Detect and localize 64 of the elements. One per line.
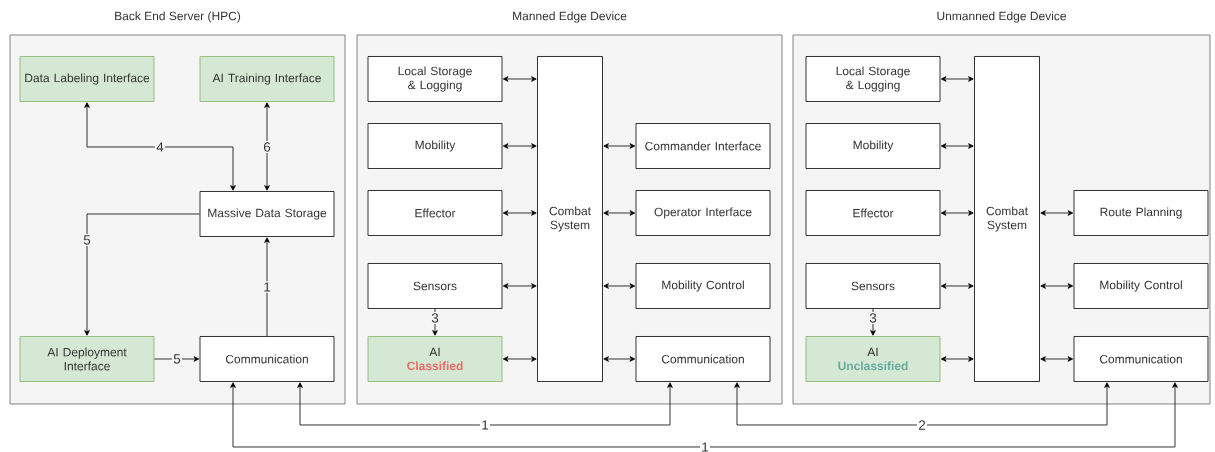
- component-box: Mobility Control: [1073, 263, 1209, 309]
- component-box: Effector: [367, 190, 503, 236]
- edge-label: 4: [154, 141, 166, 153]
- arrow: [502, 143, 537, 149]
- arrow: [1040, 210, 1074, 216]
- component-box: Mobility Control: [635, 263, 771, 309]
- ai-module-box: AI Classified: [367, 336, 503, 382]
- component-box: Sensors: [805, 263, 941, 309]
- component-box: Communication: [199, 336, 335, 382]
- interface-box: Data Labeling Interface: [19, 56, 155, 102]
- panel-title: Manned Edge Device: [513, 11, 627, 23]
- arrow: [1040, 356, 1074, 362]
- arrow: [264, 237, 270, 337]
- combat-system-box: Combat System: [537, 56, 603, 382]
- component-box: Communication: [1073, 336, 1209, 382]
- arrow: [264, 102, 270, 191]
- edge-label: 3: [867, 311, 879, 325]
- arrow: [154, 356, 200, 362]
- edge-label: 1: [699, 441, 711, 452]
- component-box: Sensors: [367, 263, 503, 309]
- arrow: [603, 143, 636, 149]
- arrow: [230, 382, 1178, 448]
- arrow: [432, 308, 438, 336]
- interface-box: AI Training Interface: [199, 56, 335, 102]
- component-box: Mobility: [367, 123, 503, 169]
- arrow: [502, 76, 537, 82]
- component-box: Massive Data Storage: [199, 191, 335, 237]
- component-box: Effector: [805, 190, 941, 236]
- arrow: [502, 356, 537, 362]
- edge-label: 5: [81, 234, 93, 246]
- component-box: Commander Interface: [635, 123, 771, 169]
- component-box: Mobility: [805, 123, 941, 169]
- component-box: Local Storage & Logging: [805, 56, 941, 102]
- arrow: [734, 382, 1110, 426]
- edge-label: 6: [261, 140, 273, 154]
- arrow: [870, 308, 876, 336]
- arrow: [603, 356, 636, 362]
- arrow: [1040, 283, 1074, 289]
- panel-title: Unmanned Edge Device: [937, 11, 1066, 23]
- arrow: [84, 102, 236, 191]
- arrow: [84, 213, 200, 336]
- component-box: Route Planning: [1073, 190, 1209, 236]
- edge-label: 3: [429, 311, 441, 325]
- edge-label: 2: [916, 419, 928, 431]
- component-box: Operator Interface: [635, 190, 771, 236]
- panel-title: Back End Server (HPC): [115, 11, 241, 23]
- component-box: Local Storage & Logging: [367, 56, 503, 102]
- arrow: [940, 283, 974, 289]
- ai-module-box: AI Unclassified: [805, 336, 941, 382]
- arrow: [940, 210, 974, 216]
- arrow: [502, 210, 537, 216]
- arrow: [502, 283, 537, 289]
- arrow: [603, 210, 636, 216]
- combat-system-box: Combat System: [974, 56, 1040, 382]
- component-box: Communication: [635, 336, 771, 382]
- arrow: [603, 283, 636, 289]
- arrow: [940, 143, 974, 149]
- interface-box: AI Deployment Interface: [19, 336, 155, 382]
- edge-label: 1: [479, 419, 491, 431]
- arrow: [297, 382, 673, 426]
- edge-label: 5: [171, 353, 183, 365]
- arrow: [940, 76, 974, 82]
- edge-label: 1: [261, 281, 273, 293]
- arrow: [940, 356, 974, 362]
